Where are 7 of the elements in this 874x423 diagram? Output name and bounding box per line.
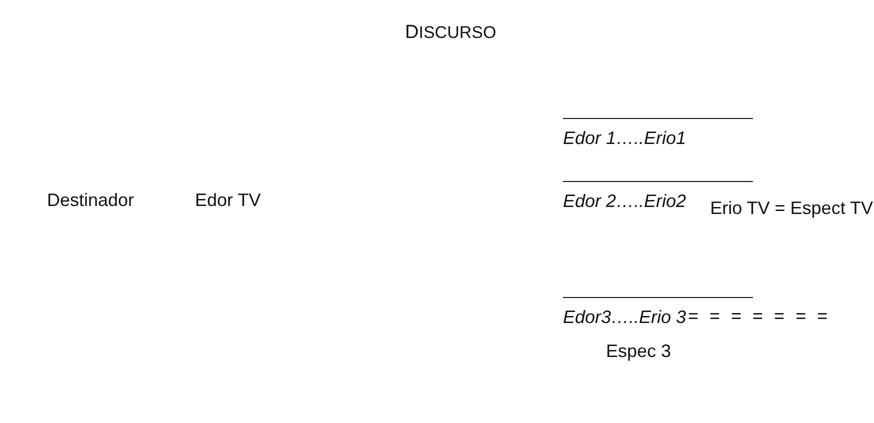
role-label: Destinador — [47, 189, 134, 211]
title: DISCURSO — [405, 22, 496, 44]
role-label: Espec 3 — [606, 340, 672, 362]
equation-text: = = = = = = = — [688, 305, 829, 327]
relation-text: Edor 1…..Erio1 — [563, 118, 753, 149]
equation-text: Erio TV = Espect TV — [709, 197, 873, 220]
role-label: Edor TV — [195, 189, 261, 211]
